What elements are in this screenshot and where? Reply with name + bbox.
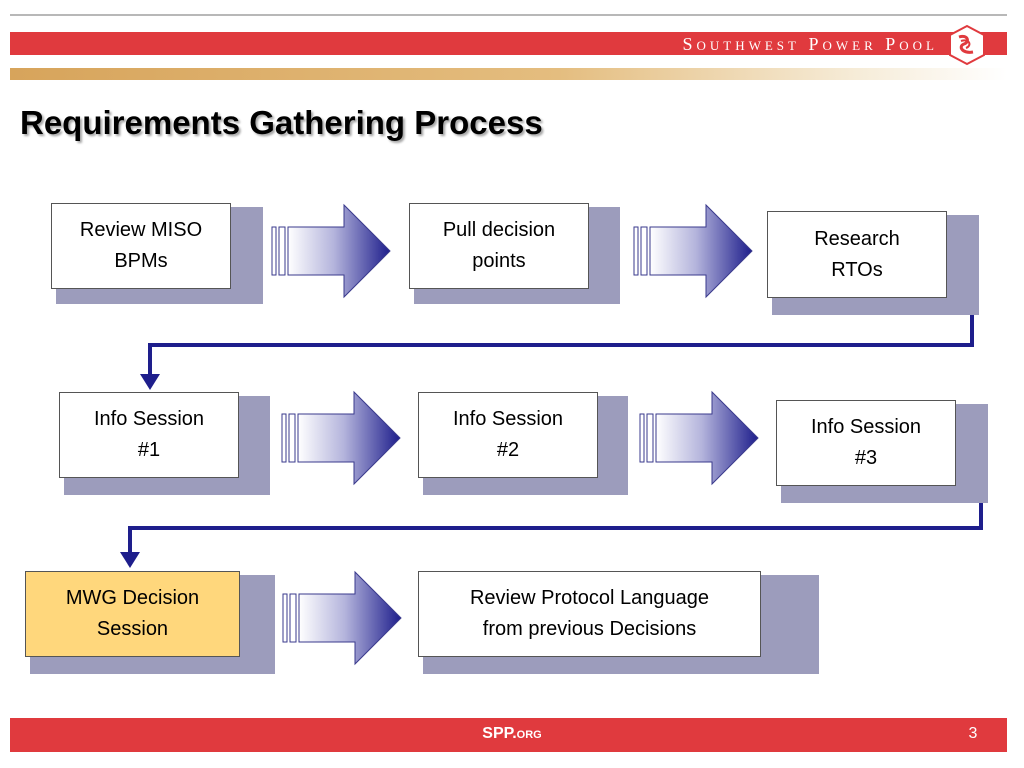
step-label: Pull decision points [442,219,556,272]
step-pull-decision-points: Pull decision points [409,203,589,289]
step-label: MWG Decision Session [65,587,200,640]
flow-arrow [282,570,402,666]
flow-arrow [281,390,401,486]
company-logo-icon [949,24,985,66]
step-label: Review MISO BPMs [79,219,203,272]
footer-site: SPP.org [482,725,542,742]
flow-arrow [271,203,391,299]
top-divider [10,14,1007,16]
slide-title: Requirements Gathering Process [20,104,543,141]
step-info-session-1: Info Session #1 [59,392,239,478]
step-info-session-3: Info Session #3 [776,400,956,486]
page-number: 3 [968,725,978,742]
step-research-rtos: Research RTOs [767,211,947,298]
flow-arrow [633,203,753,299]
step-mwg-decision-session: MWG Decision Session [25,571,240,657]
footer-bar [10,718,1007,752]
step-review-miso-bpms: Review MISO BPMs [51,203,231,289]
step-review-protocol-language: Review Protocol Language from previous D… [418,571,761,657]
flow-arrow [639,390,759,486]
company-name: Southwest Power Pool [682,34,938,54]
step-label: Research RTOs [814,227,900,281]
step-info-session-2: Info Session #2 [418,392,598,478]
header-bar [10,32,1007,55]
step-label: Review Protocol Language from previous D… [469,587,710,640]
step-label: Info Session #1 [93,408,205,461]
accent-bar [10,68,1007,80]
step-label: Info Session #3 [810,416,922,469]
step-label: Info Session #2 [452,408,564,461]
